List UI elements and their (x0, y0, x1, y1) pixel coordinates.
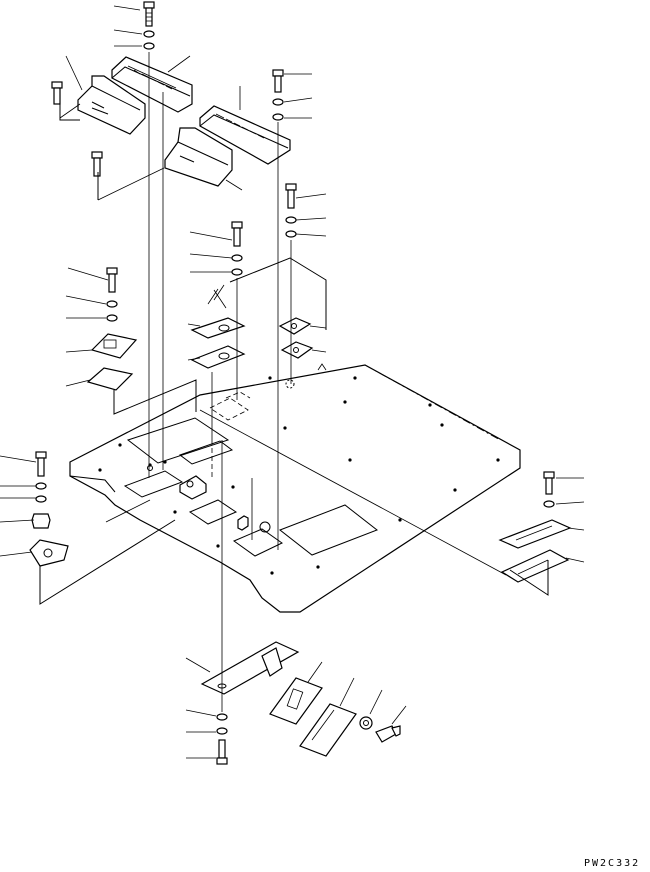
bottom-bracket-plate (200, 641, 300, 695)
bolt-far-left (29, 451, 69, 567)
pad-stack-right (278, 317, 314, 359)
bolt-left-mid (106, 267, 118, 322)
bolt-bottom (216, 713, 228, 765)
bolt-top-center (143, 1, 155, 50)
angle-bracket-center (164, 127, 233, 187)
bolt-right-mid (285, 183, 297, 238)
pad-stack-center (190, 317, 246, 369)
top-cover-left (111, 56, 193, 113)
top-cover-right (199, 105, 291, 165)
leader-lines (0, 5, 585, 759)
bolt-far-right (543, 471, 555, 508)
pad-stack-left (86, 333, 138, 391)
slot-plates-right (498, 519, 572, 583)
bolt-top-right (272, 69, 284, 121)
alignment-lines (148, 52, 507, 712)
group-brackets (39, 102, 549, 605)
floor-plate (69, 364, 521, 613)
bolt-left-upper (51, 81, 63, 105)
angle-bracket-left (77, 75, 146, 135)
drawing-code: PW2C332 (584, 858, 641, 869)
bottom-pads (269, 677, 401, 757)
bolt-center-mid (231, 221, 243, 276)
bolt-left-center (91, 151, 103, 177)
